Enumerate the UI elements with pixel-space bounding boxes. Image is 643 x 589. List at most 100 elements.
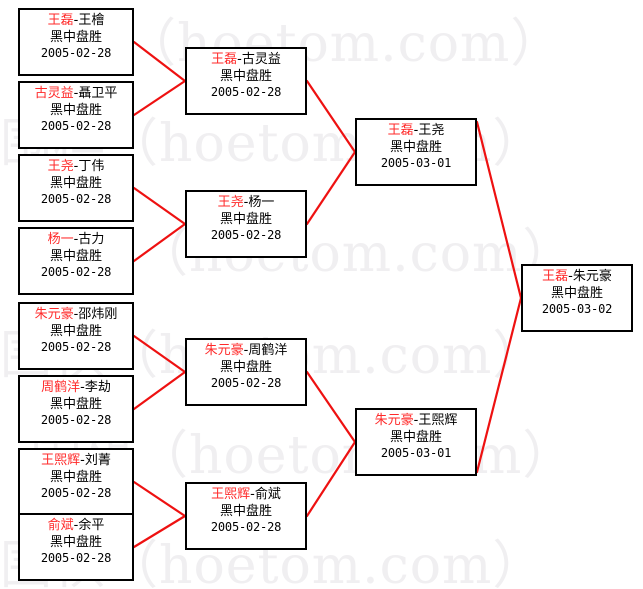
match-loser-f1: 朱元豪 xyxy=(572,269,612,284)
match-result-r1m4: 黑中盘胜 xyxy=(49,248,102,264)
match-winner-sf2: 朱元豪 xyxy=(374,413,414,428)
bracket-connector-r1m3-to-r2m2 xyxy=(132,186,187,226)
match-players-r2m1: 王磊-古灵益 xyxy=(187,52,305,69)
bracket-connector-r2m2-to-sf1 xyxy=(305,150,357,226)
match-separator-r1m8: - xyxy=(73,518,79,533)
match-date-r1m3: 2005-02-28 xyxy=(40,192,112,207)
match-result-r2m1: 黑中盘胜 xyxy=(219,68,272,84)
match-result-f1: 黑中盘胜 xyxy=(550,285,603,301)
match-loser-r2m2: 杨一 xyxy=(248,195,275,210)
match-winner-r2m4: 王煕辉 xyxy=(211,487,251,502)
match-date-sf2: 2005-03-01 xyxy=(380,446,452,461)
match-loser-r1m8: 余平 xyxy=(78,518,105,533)
match-result-sf2: 黑中盘胜 xyxy=(389,429,442,445)
match-loser-sf2: 王煕辉 xyxy=(418,413,458,428)
match-separator-r2m1: - xyxy=(237,52,242,67)
match-result-r2m2: 黑中盘胜 xyxy=(219,211,272,227)
match-separator-r1m3: - xyxy=(73,159,79,174)
match-loser-sf1: 王尧 xyxy=(418,123,445,138)
match-date-r1m4: 2005-02-28 xyxy=(40,265,112,280)
match-result-r2m3: 黑中盘胜 xyxy=(219,359,272,375)
match-result-r1m6: 黑中盘胜 xyxy=(49,396,102,412)
match-date-r1m8: 2005-02-28 xyxy=(40,551,112,566)
bracket-connector-sf1-to-f1 xyxy=(475,120,523,300)
match-winner-r1m5: 朱元豪 xyxy=(34,307,74,322)
match-players-r2m2: 王尧-杨一 xyxy=(187,195,305,212)
match-loser-r1m7: 刘菁 xyxy=(84,453,111,468)
match-loser-r1m4: 古力 xyxy=(78,232,105,247)
bracket-connector-r2m3-to-sf2 xyxy=(305,370,357,444)
match-separator-sf2: - xyxy=(413,413,419,428)
match-loser-r2m1: 古灵益 xyxy=(241,52,281,67)
match-players-r1m4: 杨一-古力 xyxy=(20,232,132,249)
match-players-r1m7: 王煕辉-刘菁 xyxy=(20,453,132,470)
match-date-r2m1: 2005-02-28 xyxy=(210,85,282,100)
match-separator-r1m7: - xyxy=(80,453,85,468)
match-result-r1m8: 黑中盘胜 xyxy=(49,534,102,550)
match-separator-f1: - xyxy=(568,269,573,284)
match-winner-r2m3: 朱元豪 xyxy=(204,343,244,358)
match-result-r1m5: 黑中盘胜 xyxy=(49,323,102,339)
match-separator-r2m3: - xyxy=(243,343,249,358)
match-winner-r1m4: 杨一 xyxy=(47,232,74,247)
match-date-f1: 2005-03-02 xyxy=(541,302,613,317)
match-winner-sf1: 王磊 xyxy=(387,123,414,138)
match-date-r2m2: 2005-02-28 xyxy=(210,228,282,243)
match-loser-r1m5: 邵炜刚 xyxy=(78,307,118,322)
match-loser-r2m3: 周鹤洋 xyxy=(248,343,288,358)
match-separator-r1m4: - xyxy=(73,232,79,247)
match-date-r1m6: 2005-02-28 xyxy=(40,413,112,428)
match-separator-r1m6: - xyxy=(80,380,85,395)
bracket-connector-r1m6-to-r2m3 xyxy=(132,370,187,411)
match-result-r2m4: 黑中盘胜 xyxy=(219,503,272,519)
match-result-sf1: 黑中盘胜 xyxy=(389,139,442,155)
bracket-connector-r1m7-to-r2m4 xyxy=(132,480,187,518)
match-players-r1m6: 周鹤洋-李劫 xyxy=(20,380,132,397)
match-loser-r2m4: 俞斌 xyxy=(254,487,281,502)
match-players-r1m5: 朱元豪-邵炜刚 xyxy=(20,307,132,324)
match-loser-r1m3: 丁伟 xyxy=(78,159,105,174)
match-result-r1m7: 黑中盘胜 xyxy=(49,469,102,485)
match-winner-r1m8: 俞斌 xyxy=(47,518,74,533)
match-date-r1m5: 2005-02-28 xyxy=(40,340,112,355)
match-winner-r1m6: 周鹤洋 xyxy=(41,380,81,395)
match-result-r1m1: 黑中盘胜 xyxy=(49,29,102,45)
match-date-r1m7: 2005-02-28 xyxy=(40,486,112,501)
match-separator-r1m5: - xyxy=(73,307,79,322)
match-players-r1m2: 古灵益-聶卫平 xyxy=(20,86,132,103)
match-winner-r2m2: 王尧 xyxy=(217,195,244,210)
match-separator-r1m1: - xyxy=(73,13,79,28)
bracket-connector-r1m4-to-r2m2 xyxy=(132,222,187,263)
match-winner-r2m1: 王磊 xyxy=(211,52,238,67)
match-loser-r1m2: 聶卫平 xyxy=(78,86,118,101)
bracket-connector-r2m4-to-sf2 xyxy=(305,440,357,518)
match-separator-sf1: - xyxy=(413,123,419,138)
match-separator-r1m2: - xyxy=(73,86,79,101)
match-separator-r2m4: - xyxy=(250,487,255,502)
match-players-sf2: 朱元豪-王煕辉 xyxy=(357,413,475,430)
bracket-connector-r2m1-to-sf1 xyxy=(305,79,357,154)
match-players-r1m3: 王尧-丁伟 xyxy=(20,159,132,176)
match-loser-r1m6: 李劫 xyxy=(84,380,111,395)
bracket-connector-r1m2-to-r2m1 xyxy=(132,79,187,117)
match-separator-r2m2: - xyxy=(243,195,249,210)
match-players-r2m4: 王煕辉-俞斌 xyxy=(187,487,305,504)
match-winner-r1m7: 王煕辉 xyxy=(41,453,81,468)
match-winner-r1m1: 王磊 xyxy=(47,13,74,28)
